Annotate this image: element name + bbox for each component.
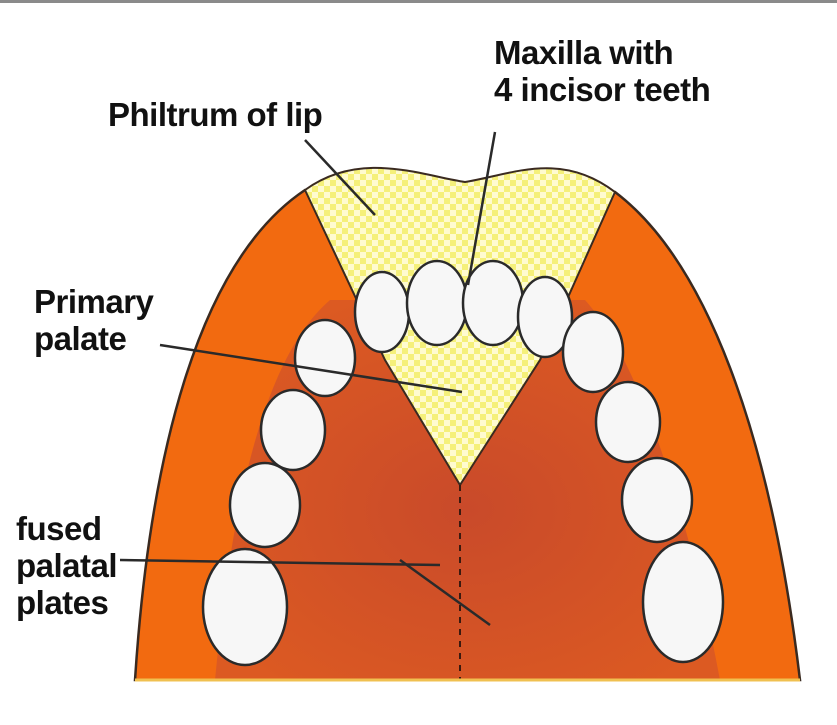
label-primary-palate-line1: Primary (34, 283, 153, 320)
label-maxilla: Maxilla with 4 incisor teeth (494, 34, 710, 108)
incisor-tooth-1 (355, 272, 409, 352)
left-tooth-1 (295, 320, 355, 396)
left-tooth-3 (230, 463, 300, 547)
label-maxilla-line1: Maxilla with (494, 34, 710, 71)
label-philtrum: Philtrum of lip (108, 96, 322, 133)
label-fused-line1: fused (16, 510, 117, 547)
label-maxilla-line2: 4 incisor teeth (494, 71, 710, 108)
left-tooth-4 (203, 549, 287, 665)
label-fused-palatal-plates: fused palatal plates (16, 510, 117, 621)
label-primary-palate: Primary palate (34, 283, 153, 357)
label-fused-line3: plates (16, 584, 117, 621)
label-fused-line2: palatal (16, 547, 117, 584)
incisor-tooth-3 (463, 261, 523, 345)
right-tooth-4 (643, 542, 723, 662)
left-tooth-2 (261, 390, 325, 470)
right-tooth-3 (622, 458, 692, 542)
incisor-tooth-2 (407, 261, 467, 345)
right-tooth-2 (596, 382, 660, 462)
right-tooth-1 (563, 312, 623, 392)
label-primary-palate-line2: palate (34, 320, 153, 357)
